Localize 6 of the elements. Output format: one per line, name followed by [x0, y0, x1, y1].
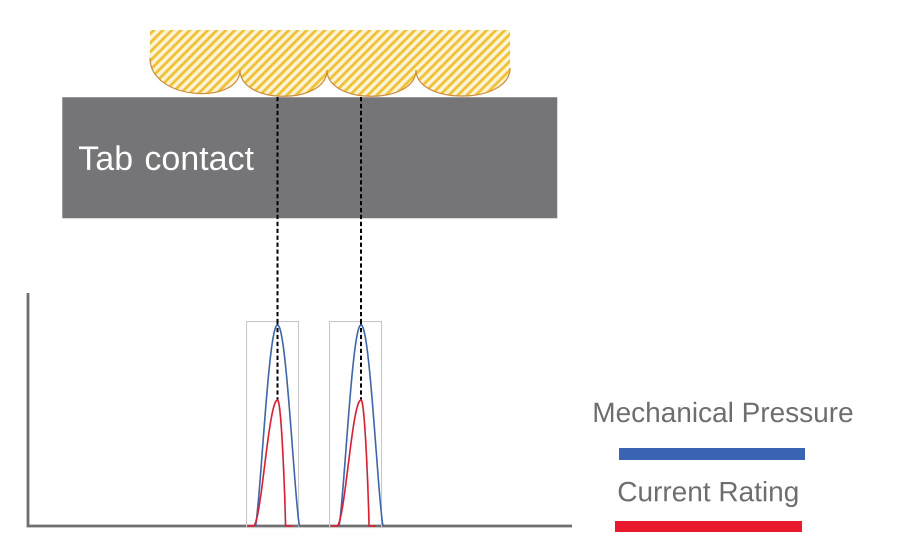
legend-label: Current Rating	[618, 480, 798, 508]
legend-label: Mechanical Pressure	[594, 402, 852, 422]
scalloped-strip	[149, 30, 511, 97]
dashed-line	[360, 97, 362, 321]
contact-box: Tab contact	[62, 97, 558, 218]
dashed-line	[276, 97, 278, 321]
